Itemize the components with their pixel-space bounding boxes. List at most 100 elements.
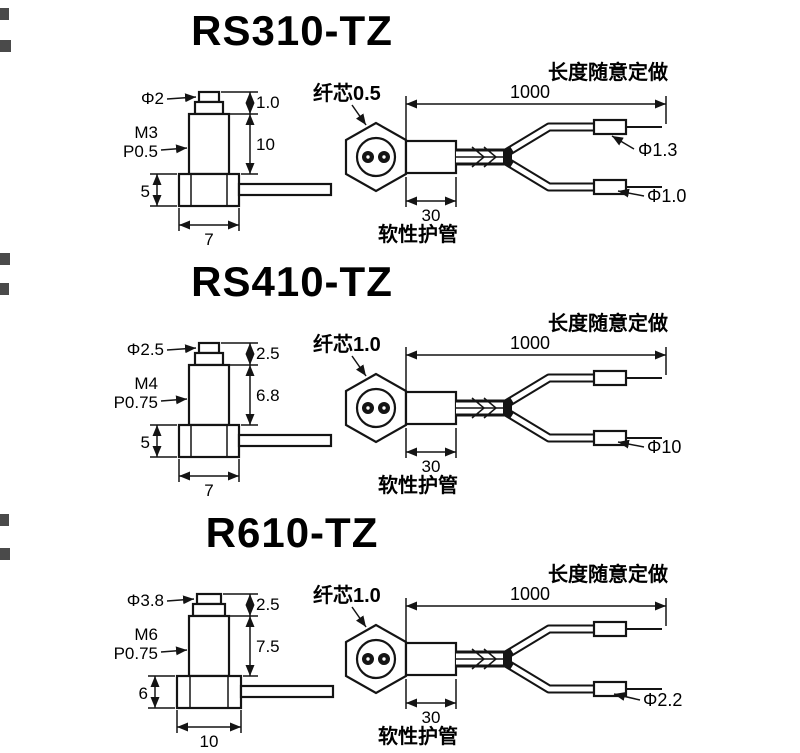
leader-line (166, 344, 197, 354)
branch-upper-core (510, 124, 594, 152)
fiber-core-label: 纤芯1.0 (313, 583, 381, 607)
thread-label: M3 (134, 123, 158, 142)
leader-line (617, 188, 645, 198)
side-exit-cable (239, 684, 335, 699)
sensor-side-view (175, 592, 335, 710)
body-height-label: 6.8 (256, 386, 280, 405)
cable-assembly-view: 纤芯1.0 (313, 583, 662, 698)
fiber-tip-cap (195, 592, 223, 606)
block-height-label: 5 (141, 433, 150, 452)
sensor-side-view (177, 341, 333, 459)
cable-break-mark (483, 397, 498, 419)
fiber-core-label: 纤芯0.5 (313, 81, 381, 105)
side-exit-cable (237, 182, 333, 197)
cable-assembly-view: 纤芯1.0 (313, 332, 662, 447)
scan-edge-artifact (0, 514, 9, 526)
fiber-core-label: 纤芯1.0 (313, 332, 381, 356)
tip-diameter-label: Φ2 (141, 89, 164, 108)
cable-length-label: 1000 (510, 82, 550, 102)
fiber-tip (193, 100, 225, 116)
leader-line (160, 646, 188, 656)
lower-branch-dia-label: Φ2.2 (643, 690, 682, 710)
scan-edge-artifact (0, 40, 11, 52)
mount-block (175, 674, 243, 710)
lower-branch-dia-label: Φ1.0 (647, 186, 686, 206)
branch-lower (503, 157, 596, 192)
cable-break-mark (483, 146, 498, 168)
cable-break-mark (471, 648, 486, 670)
branch-upper-core (510, 626, 594, 654)
scan-edge-artifact (0, 8, 9, 20)
right-dimensions: 长度随意定做 1000 30 软性护管 Φ2.2 (378, 562, 682, 748)
model-title: RS410-TZ (191, 258, 393, 305)
tube-length-label: 30 (422, 457, 441, 476)
section-rs310-tz: RS310-TZ Φ2 1.0 10 M3 P0.5 5 (0, 7, 686, 249)
branch-upper-core (510, 375, 594, 403)
threaded-body (187, 112, 231, 176)
threaded-body (187, 614, 231, 678)
pitch-label: P0.75 (114, 644, 158, 663)
thread-label: M6 (134, 625, 158, 644)
branch-lower-core (510, 162, 594, 190)
tube-length-label: 30 (422, 708, 441, 727)
block-height-label: 5 (141, 182, 150, 201)
fiber-core-highlight (382, 155, 386, 159)
branch-lower (503, 659, 596, 694)
custom-length-note: 长度随意定做 (548, 562, 669, 586)
fiber-face (355, 638, 397, 680)
branch-lower-core (510, 413, 594, 441)
ferrule-lower (592, 680, 628, 698)
fiber-core-highlight (382, 406, 386, 410)
leader-line (611, 135, 635, 150)
block-width-label: 7 (204, 230, 213, 249)
pitch-label: P0.5 (123, 142, 158, 161)
cable-break-mark (471, 397, 486, 419)
branch-upper (503, 624, 596, 659)
custom-length-note: 长度随意定做 (548, 60, 669, 84)
head-body (404, 139, 458, 175)
branch-lower-core (510, 664, 594, 692)
thread-label: M4 (134, 374, 158, 393)
block-width-label: 7 (204, 481, 213, 500)
leader-line (166, 595, 195, 605)
fiber-face (355, 136, 397, 178)
fiber-tip-cap (197, 90, 221, 104)
leader-line (160, 144, 188, 154)
block-width-label: 10 (200, 732, 219, 751)
tip-height-label: 1.0 (256, 93, 280, 112)
branch-lower (503, 408, 596, 443)
fiber-tip (193, 351, 225, 367)
threaded-body (187, 363, 231, 427)
head-body (404, 390, 458, 426)
tube-name-label: 软性护管 (378, 222, 458, 246)
block-height-label: 6 (139, 684, 148, 703)
upper-branch-dia-label: Φ1.3 (638, 140, 677, 160)
body-height-label: 10 (256, 135, 275, 154)
ferrule-upper (592, 369, 628, 387)
tip-height-label: 2.5 (256, 595, 280, 614)
cable-length-label: 1000 (510, 584, 550, 604)
section-rs410-tz: RS410-TZ Φ2.5 2.5 6.8 M4 P0.75 (0, 253, 681, 500)
fiber-face (355, 387, 397, 429)
body-height-label: 7.5 (256, 637, 280, 656)
ferrule-upper (592, 118, 628, 136)
mount-block (177, 172, 241, 208)
fiber-core-highlight (366, 155, 370, 159)
leader-line (613, 692, 641, 701)
ferrule-upper (592, 620, 628, 638)
tube-name-label: 软性护管 (378, 473, 458, 497)
model-title: RS310-TZ (191, 7, 393, 54)
leader-line (617, 439, 645, 449)
tube-length-label: 30 (422, 206, 441, 225)
left-dimensions: Φ3.8 2.5 7.5 M6 P0.75 6 10 (114, 591, 280, 751)
side-exit-cable (237, 433, 333, 448)
cable-length-label: 1000 (510, 333, 550, 353)
pitch-label: P0.75 (114, 393, 158, 412)
right-dimensions: 长度随意定做 1000 30 软性护管 Φ10 (378, 311, 681, 497)
head-body (404, 641, 458, 677)
fiber-tip (191, 602, 227, 618)
tip-diameter-label: Φ3.8 (127, 591, 164, 610)
custom-length-note: 长度随意定做 (548, 311, 669, 335)
cable-assembly-view: 纤芯0.5 (313, 81, 662, 196)
